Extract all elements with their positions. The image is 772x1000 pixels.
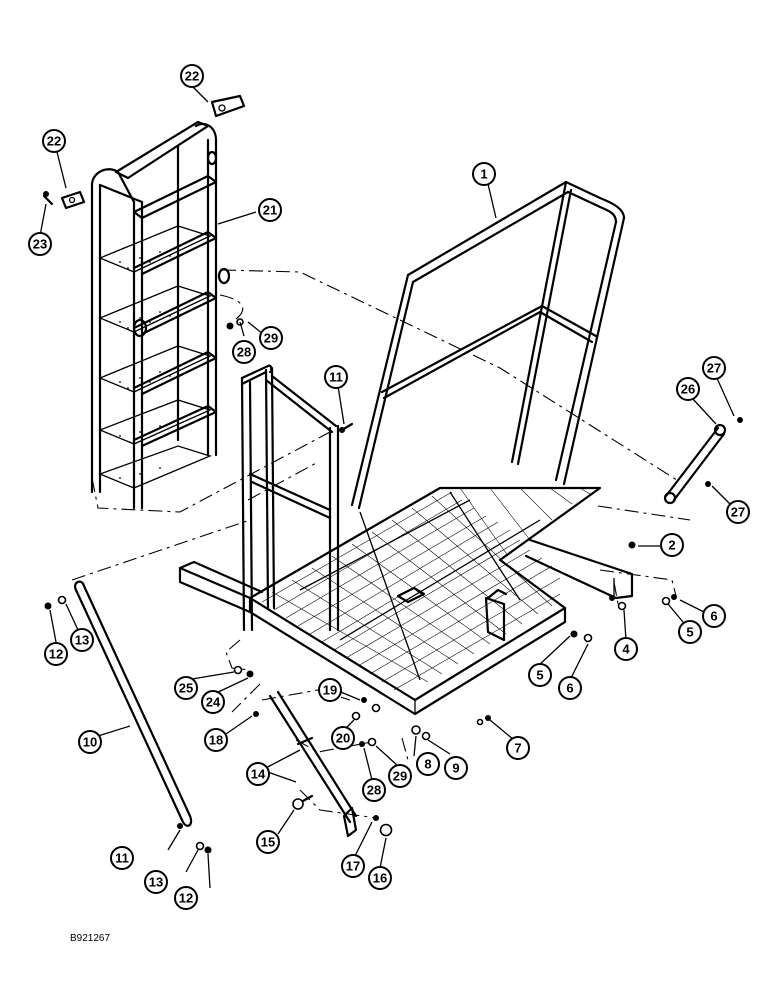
svg-text:5: 5 <box>536 668 543 683</box>
svg-text:16: 16 <box>373 871 387 886</box>
svg-text:22: 22 <box>47 134 61 149</box>
callout-12: 12 <box>44 642 68 666</box>
callout-23: 23 <box>28 232 52 256</box>
callout-21: 21 <box>258 198 282 222</box>
callout-9: 9 <box>444 756 468 780</box>
ladder-bracket-lower <box>60 190 86 210</box>
callout-20: 20 <box>331 726 355 750</box>
ladder-step-texture <box>119 251 171 479</box>
callouts: 22 22 23 21 1 28 29 11 27 26 27 2 12 13 … <box>28 64 750 910</box>
svg-text:11: 11 <box>329 370 343 385</box>
svg-text:6: 6 <box>710 609 717 624</box>
callout-1: 1 <box>472 162 496 186</box>
ladder-bracket-upper <box>210 94 246 118</box>
svg-text:23: 23 <box>33 237 47 252</box>
callout-22: 22 <box>42 129 66 153</box>
drawing-code-label: B921267 <box>70 933 111 944</box>
svg-text:5: 5 <box>686 625 693 640</box>
brace-26 <box>663 423 727 505</box>
hardware <box>44 318 743 854</box>
ladder-assembly <box>90 120 231 510</box>
svg-text:20: 20 <box>336 731 350 746</box>
svg-text:11: 11 <box>115 851 129 866</box>
svg-text:19: 19 <box>323 683 337 698</box>
svg-text:9: 9 <box>452 761 459 776</box>
svg-text:1: 1 <box>480 167 487 182</box>
support-strut-10 <box>74 580 193 827</box>
main-handrail <box>350 180 626 510</box>
callout-10: 10 <box>78 730 102 754</box>
callout-22: 22 <box>180 64 204 88</box>
svg-text:27: 27 <box>731 505 745 520</box>
callout-11: 11 <box>324 365 348 389</box>
callout-6: 6 <box>702 604 726 628</box>
front-handrail <box>240 364 340 632</box>
svg-text:28: 28 <box>237 345 251 360</box>
svg-text:14: 14 <box>251 767 266 782</box>
callout-25: 25 <box>174 676 198 700</box>
ladder-steps <box>98 174 218 489</box>
callout-19: 19 <box>318 678 342 702</box>
svg-text:13: 13 <box>149 875 163 890</box>
callout-18: 18 <box>204 728 228 752</box>
bolt-23 <box>42 191 54 206</box>
svg-text:28: 28 <box>367 783 381 798</box>
callout-12: 12 <box>174 886 198 910</box>
callout-5: 5 <box>678 620 702 644</box>
svg-text:12: 12 <box>179 891 193 906</box>
svg-text:24: 24 <box>206 695 221 710</box>
callout-29: 29 <box>388 764 412 788</box>
callout-16: 16 <box>368 866 392 890</box>
svg-text:7: 7 <box>514 741 521 756</box>
svg-text:18: 18 <box>209 733 223 748</box>
svg-text:21: 21 <box>263 203 277 218</box>
callout-17: 17 <box>341 854 365 878</box>
platform-deck <box>178 486 634 716</box>
callout-26: 26 <box>676 377 700 401</box>
callout-27: 27 <box>726 500 750 524</box>
svg-text:2: 2 <box>668 538 675 553</box>
svg-text:29: 29 <box>264 331 278 346</box>
callout-7: 7 <box>506 736 530 760</box>
svg-text:17: 17 <box>346 859 360 874</box>
callout-13: 13 <box>144 870 168 894</box>
callout-2: 2 <box>660 533 684 557</box>
callout-24: 24 <box>201 690 225 714</box>
svg-text:4: 4 <box>622 642 630 657</box>
callout-14: 14 <box>246 762 270 786</box>
svg-text:25: 25 <box>179 681 193 696</box>
callout-29: 29 <box>259 326 283 350</box>
leader-lines <box>39 85 735 889</box>
assembly-dashed-lines <box>71 269 691 819</box>
deck-grating <box>261 487 591 691</box>
svg-text:15: 15 <box>261 835 275 850</box>
svg-text:29: 29 <box>393 769 407 784</box>
callout-6: 6 <box>558 676 582 700</box>
callout-15: 15 <box>256 830 280 854</box>
svg-text:6: 6 <box>566 681 573 696</box>
svg-text:27: 27 <box>707 361 721 376</box>
svg-text:13: 13 <box>75 633 89 648</box>
svg-text:10: 10 <box>83 735 97 750</box>
svg-text:26: 26 <box>681 382 695 397</box>
svg-text:22: 22 <box>185 69 199 84</box>
callout-5: 5 <box>528 663 552 687</box>
callout-8: 8 <box>416 752 440 776</box>
svg-text:8: 8 <box>424 757 431 772</box>
callout-4: 4 <box>614 637 638 661</box>
callout-13: 13 <box>70 628 94 652</box>
brace-14 <box>268 690 358 838</box>
callout-11: 11 <box>110 846 134 870</box>
callout-27: 27 <box>702 356 726 380</box>
callout-28: 28 <box>232 340 256 364</box>
svg-text:12: 12 <box>49 647 63 662</box>
callout-28: 28 <box>362 778 386 802</box>
